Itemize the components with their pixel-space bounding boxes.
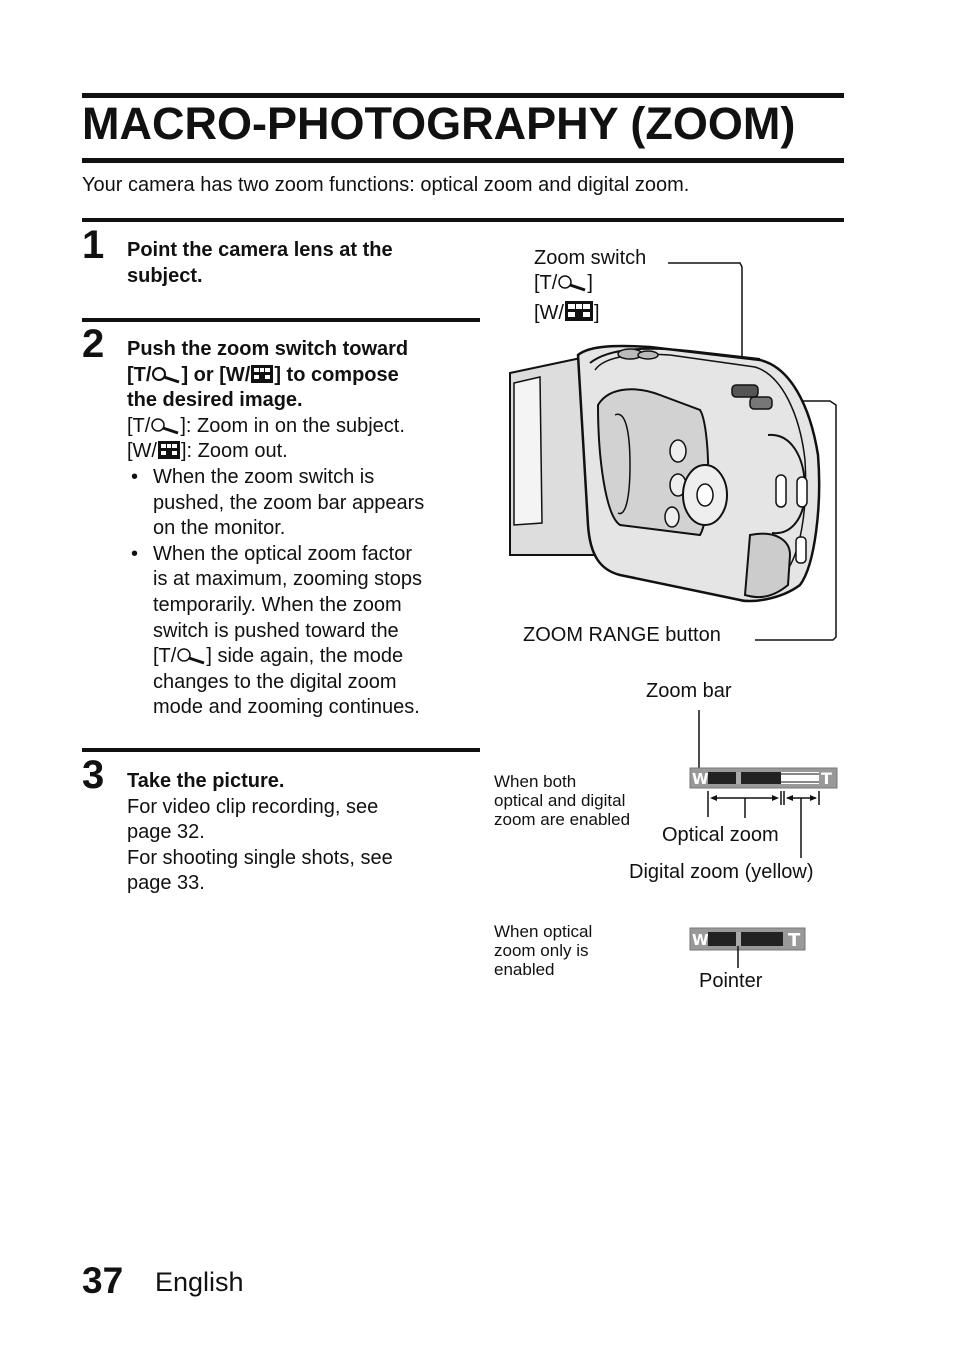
step-1-number: 1 [82,223,105,267]
w-label: [W/] [534,300,600,325]
zoom-bar-label: Zoom bar [646,680,732,702]
bar-w-letter: W [692,931,709,949]
caption-line: zoom are enabled [494,810,631,829]
bar-t-letter: T [788,930,801,951]
text-fragment: ]: Zoom out. [181,440,288,463]
optical-only-caption: When optical zoom only is enabled [494,922,592,979]
camera-illustration [509,262,837,641]
bullet-line: When the zoom switch is [153,465,375,488]
step-3-line: For video clip recording, see [127,795,379,818]
bullet-line: on the monitor. [153,517,286,540]
step-2-heading-line: [T/ ] or [W/ ] to compose [127,363,467,389]
bullet-line: temporarily. When the zoom [153,593,402,616]
step-3-line: For shooting single shots, see [127,846,393,869]
text-fragment: ] or [W/ [181,363,251,386]
bullet-item: • When the zoom switch is pushed, the zo… [127,465,467,542]
bullet-dot: • [131,465,139,488]
step-3-line: page 32. [127,821,205,844]
magnifier-icon [151,418,179,435]
bar-w-letter: W [692,770,709,788]
text-fragment: ] side again, the mode [206,645,404,668]
step-1-heading: Point the camera lens at the subject. [127,238,393,289]
bullet-line: pushed, the zoom bar appears [153,491,425,514]
step-2-body: Push the zoom switch toward [T/ ] or [W/]… [127,337,467,721]
step-3-heading: Take the picture. [127,770,285,792]
step-3-body: Take the picture. For video clip recordi… [127,769,393,897]
text-fragment: ]: Zoom in on the subject. [180,414,405,437]
w-description: [W/ ]: Zoom out. [127,439,467,465]
text-fragment: [T/ [127,363,152,386]
bullet-line: changes to the digital zoom [153,670,397,693]
caption-line: enabled [494,960,555,979]
section-rule [82,218,844,222]
caption-line: zoom only is [494,941,589,960]
text-fragment: ] [587,272,593,294]
t-label: [T/] [534,272,593,295]
pointer-label: Pointer [699,970,763,992]
step-2-number: 2 [82,322,105,366]
bullet-line: is at maximum, zooming stops [153,568,422,591]
caption-line: optical and digital [494,791,626,810]
top-rule [82,93,844,98]
text-fragment: [T/ [153,645,177,668]
grid-icon [251,364,274,383]
page-number: 37 [82,1260,124,1301]
bullet-dot: • [131,542,139,565]
magnifier-icon [177,648,205,665]
step-2-rule [82,318,480,322]
bullet-item: • When the optical zoom factor is at max… [127,542,467,721]
bullet-line: When the optical zoom factor [153,542,413,565]
grid-icon [565,301,593,321]
caption-line: When optical [494,922,593,941]
text-fragment: [W/ [127,440,157,463]
step-3-rule [82,748,480,752]
text-fragment: [W/ [534,302,564,324]
step-1-heading-line: subject. [127,264,203,287]
text-fragment: [T/ [127,414,151,437]
zoom-switch-label: Zoom switch [534,247,647,269]
text-fragment: ] [594,302,600,324]
step-3-line: page 33. [127,872,205,895]
both-enabled-caption: When both optical and digital zoom are e… [494,772,630,829]
step-2-heading-line: Push the zoom switch toward [127,338,409,360]
zoom-bar-optical: W T [689,927,806,968]
bullet-line: [T/ ] side again, the mode [153,644,467,670]
grid-icon [158,441,180,460]
language-label: English [155,1267,244,1297]
bullet-line: mode and zooming continues. [153,696,420,719]
text-fragment: ] to compose [274,363,399,386]
intro-text: Your camera has two zoom functions: opti… [82,174,690,196]
magnifier-icon [558,275,586,292]
t-description: [T/ ]: Zoom in on the subject. [127,414,467,440]
step-1-heading-line: Point the camera lens at the [127,239,393,261]
optical-zoom-label: Optical zoom [662,824,779,846]
zoom-range-label: ZOOM RANGE button [523,624,721,646]
title-underline [82,158,844,163]
digital-zoom-label: Digital zoom (yellow) [629,861,814,883]
caption-line: When both [494,772,577,791]
zoom-bar-both: W T [689,710,838,858]
bar-t-letter: T [821,769,832,788]
step-2-heading-line: the desired image. [127,389,303,412]
text-fragment: [T/ [534,272,558,294]
page-title: MACRO-PHOTOGRAPHY (ZOOM) [82,98,796,149]
step-3-number: 3 [82,753,105,797]
magnifier-icon [152,366,180,384]
bullet-line: switch is pushed toward the [153,619,399,642]
